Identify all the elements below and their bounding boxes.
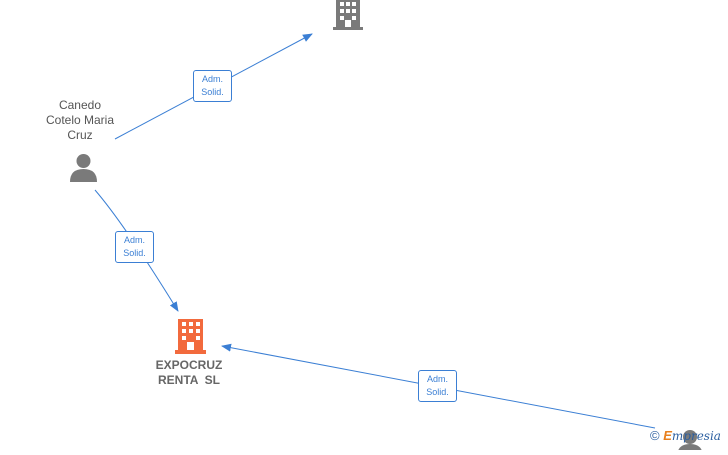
role-badge-line1: Adm.	[123, 235, 145, 245]
person-name-label: Canedo Cotelo Maria Cruz	[45, 98, 115, 142]
role-badge[interactable]: Adm. Solid.	[193, 70, 232, 102]
role-badge-line2: Solid.	[201, 87, 224, 97]
role-badge[interactable]: Adm. Solid.	[418, 370, 457, 402]
building-icon[interactable]	[175, 319, 206, 359]
brand-initial: E	[663, 428, 672, 443]
role-badge-line1: Adm.	[201, 74, 223, 84]
building-icon[interactable]	[333, 0, 363, 35]
brand-name: mpresia	[671, 429, 721, 443]
role-badge-line2: Solid.	[426, 387, 449, 397]
person-icon[interactable]	[69, 153, 98, 187]
role-badge[interactable]: Adm. Solid.	[115, 231, 154, 263]
company-name-label: EXPOCRUZ RENTA SL	[155, 358, 223, 387]
role-badge-line2: Solid.	[123, 248, 146, 258]
copyright-symbol: ©	[650, 428, 660, 443]
empresia-watermark: © Empresia	[650, 428, 721, 443]
role-badge-line1: Adm.	[426, 374, 448, 384]
